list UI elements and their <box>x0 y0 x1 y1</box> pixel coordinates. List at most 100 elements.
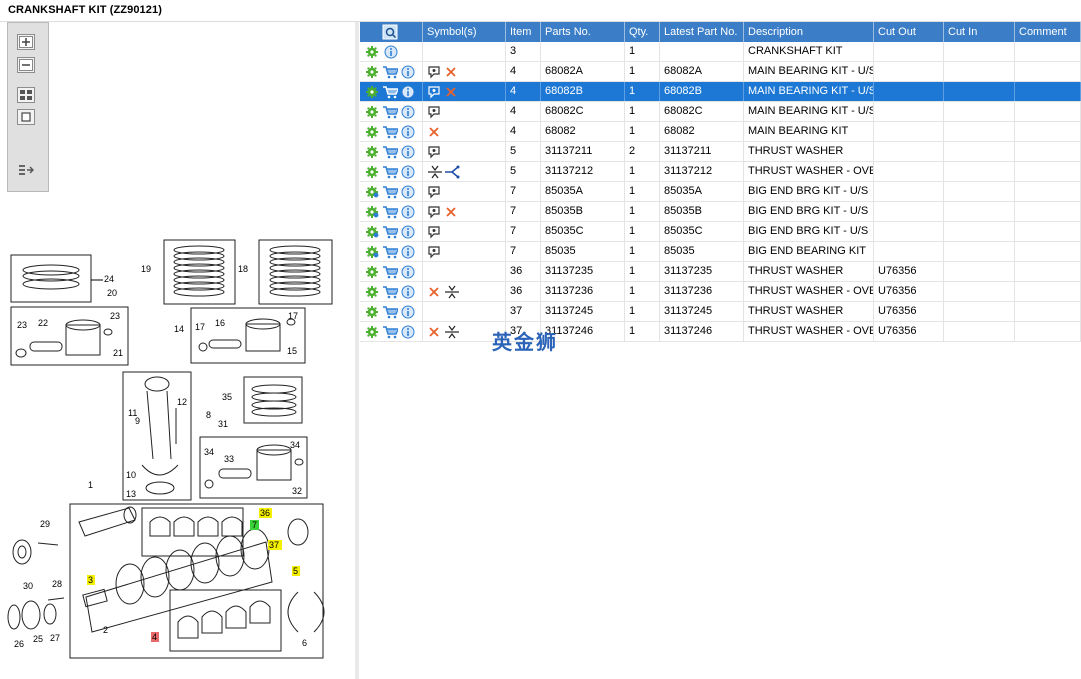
cross-icon[interactable] <box>427 325 441 339</box>
callout-3[interactable]: 3 <box>88 575 93 585</box>
table-row[interactable]: 31CRANKSHAFT KIT <box>360 42 1081 62</box>
callout-28[interactable]: 28 <box>52 579 62 589</box>
cart-icon[interactable] <box>382 245 396 259</box>
info-icon[interactable] <box>384 45 398 59</box>
column-header[interactable]: Qty. <box>625 22 660 42</box>
gears-icon[interactable] <box>365 225 379 239</box>
cart-icon[interactable] <box>382 185 396 199</box>
info-icon[interactable] <box>401 285 415 299</box>
cart-icon[interactable] <box>382 285 396 299</box>
info-icon[interactable] <box>401 65 415 79</box>
gear-icon[interactable] <box>365 105 379 119</box>
exploded-parts-diagram[interactable]: 24 19 18 20 23 22 21 23 14 17 16 17 15 3… <box>0 22 355 679</box>
gear-icon[interactable] <box>365 65 379 79</box>
column-header[interactable]: Cut Out <box>874 22 944 42</box>
cart-icon[interactable] <box>382 305 396 319</box>
callout-1[interactable]: 1 <box>88 480 93 490</box>
info-icon[interactable] <box>401 265 415 279</box>
column-header[interactable]: Parts No. <box>541 22 625 42</box>
cart-icon[interactable] <box>382 225 396 239</box>
table-row[interactable]: 531137212131137212THRUST WASHER - OVER <box>360 162 1081 182</box>
table-row[interactable]: 468082168082MAIN BEARING KIT <box>360 122 1081 142</box>
header-search[interactable] <box>360 22 423 42</box>
gear-icon[interactable] <box>365 285 379 299</box>
table-row[interactable]: 468082A168082AMAIN BEARING KIT - U/S <box>360 62 1081 82</box>
compress-icon[interactable] <box>427 165 441 179</box>
cart-icon[interactable] <box>382 165 396 179</box>
gear-icon[interactable] <box>365 165 379 179</box>
callout-7[interactable]: 7 <box>252 520 257 530</box>
table-row[interactable]: 468082C168082CMAIN BEARING KIT - U/S <box>360 102 1081 122</box>
callout-23b[interactable]: 23 <box>110 311 120 321</box>
gear-icon[interactable] <box>365 125 379 139</box>
callout-34[interactable]: 34 <box>204 447 214 457</box>
split-icon[interactable] <box>444 165 458 179</box>
callout-23[interactable]: 23 <box>17 320 27 330</box>
cart-icon[interactable] <box>382 265 396 279</box>
gear-icon[interactable] <box>365 265 379 279</box>
callout-10[interactable]: 10 <box>126 470 136 480</box>
callout-16[interactable]: 16 <box>215 318 225 328</box>
table-row[interactable]: 785035B185035BBIG END BRG KIT - U/S <box>360 202 1081 222</box>
callout-18[interactable]: 18 <box>238 264 248 274</box>
callout-33[interactable]: 33 <box>224 454 234 464</box>
column-header[interactable]: Item <box>506 22 541 42</box>
note-icon[interactable] <box>427 145 441 159</box>
drawing-panel[interactable]: 24 19 18 20 23 22 21 23 14 17 16 17 15 3… <box>0 22 355 679</box>
cross-icon[interactable] <box>427 125 441 139</box>
callout-26[interactable]: 26 <box>14 639 24 649</box>
callout-29[interactable]: 29 <box>40 519 50 529</box>
gear-icon[interactable] <box>365 325 379 339</box>
info-icon[interactable] <box>401 325 415 339</box>
gear-icon[interactable] <box>365 305 379 319</box>
column-header[interactable]: Cut In <box>944 22 1015 42</box>
callout-21[interactable]: 21 <box>113 348 123 358</box>
gear-icon[interactable] <box>365 45 379 59</box>
gears-icon[interactable] <box>365 245 379 259</box>
panel-splitter[interactable] <box>355 22 359 679</box>
callout-30[interactable]: 30 <box>23 581 33 591</box>
callout-36[interactable]: 36 <box>260 508 270 518</box>
note-icon[interactable] <box>427 225 441 239</box>
table-row[interactable]: 785035185035BIG END BEARING KIT <box>360 242 1081 262</box>
table-row[interactable]: 3631137236131137236THRUST WASHER - OVERU… <box>360 282 1081 302</box>
column-header[interactable]: Comment <box>1015 22 1081 42</box>
cart-icon[interactable] <box>382 205 396 219</box>
cross-icon[interactable] <box>444 85 458 99</box>
cart-icon[interactable] <box>382 65 396 79</box>
table-row[interactable]: 785035A185035ABIG END BRG KIT - U/S <box>360 182 1081 202</box>
callout-20[interactable]: 20 <box>107 288 117 298</box>
info-icon[interactable] <box>401 205 415 219</box>
callout-31[interactable]: 31 <box>218 419 228 429</box>
table-row[interactable]: 3731137245131137245THRUST WASHERU76356 <box>360 302 1081 322</box>
cross-icon[interactable] <box>444 205 458 219</box>
note-icon[interactable] <box>427 65 441 79</box>
cross-icon[interactable] <box>444 65 458 79</box>
callout-25[interactable]: 25 <box>33 634 43 644</box>
cross-icon[interactable] <box>427 285 441 299</box>
callout-5[interactable]: 5 <box>293 566 298 576</box>
callout-32[interactable]: 32 <box>292 486 302 496</box>
cart-icon[interactable] <box>382 145 396 159</box>
compress-icon[interactable] <box>444 285 458 299</box>
info-icon[interactable] <box>401 225 415 239</box>
info-icon[interactable] <box>401 85 415 99</box>
cart-icon[interactable] <box>382 125 396 139</box>
callout-34b[interactable]: 34 <box>290 440 300 450</box>
table-row[interactable]: 3731137246131137246THRUST WASHER - OVERU… <box>360 322 1081 342</box>
callout-22[interactable]: 22 <box>38 318 48 328</box>
callout-6[interactable]: 6 <box>302 638 307 648</box>
compress-icon[interactable] <box>444 325 458 339</box>
note-icon[interactable] <box>427 105 441 119</box>
callout-2[interactable]: 2 <box>103 625 108 635</box>
note-icon[interactable] <box>427 205 441 219</box>
column-header[interactable]: Description <box>744 22 874 42</box>
callout-24[interactable]: 24 <box>104 274 114 284</box>
cart-icon[interactable] <box>382 105 396 119</box>
callout-9[interactable]: 9 <box>135 416 140 426</box>
gear-icon[interactable] <box>365 145 379 159</box>
callout-8[interactable]: 8 <box>206 410 211 420</box>
gears-icon[interactable] <box>365 185 379 199</box>
table-row[interactable]: 3631137235131137235THRUST WASHERU76356 <box>360 262 1081 282</box>
column-header[interactable]: Latest Part No. <box>660 22 744 42</box>
